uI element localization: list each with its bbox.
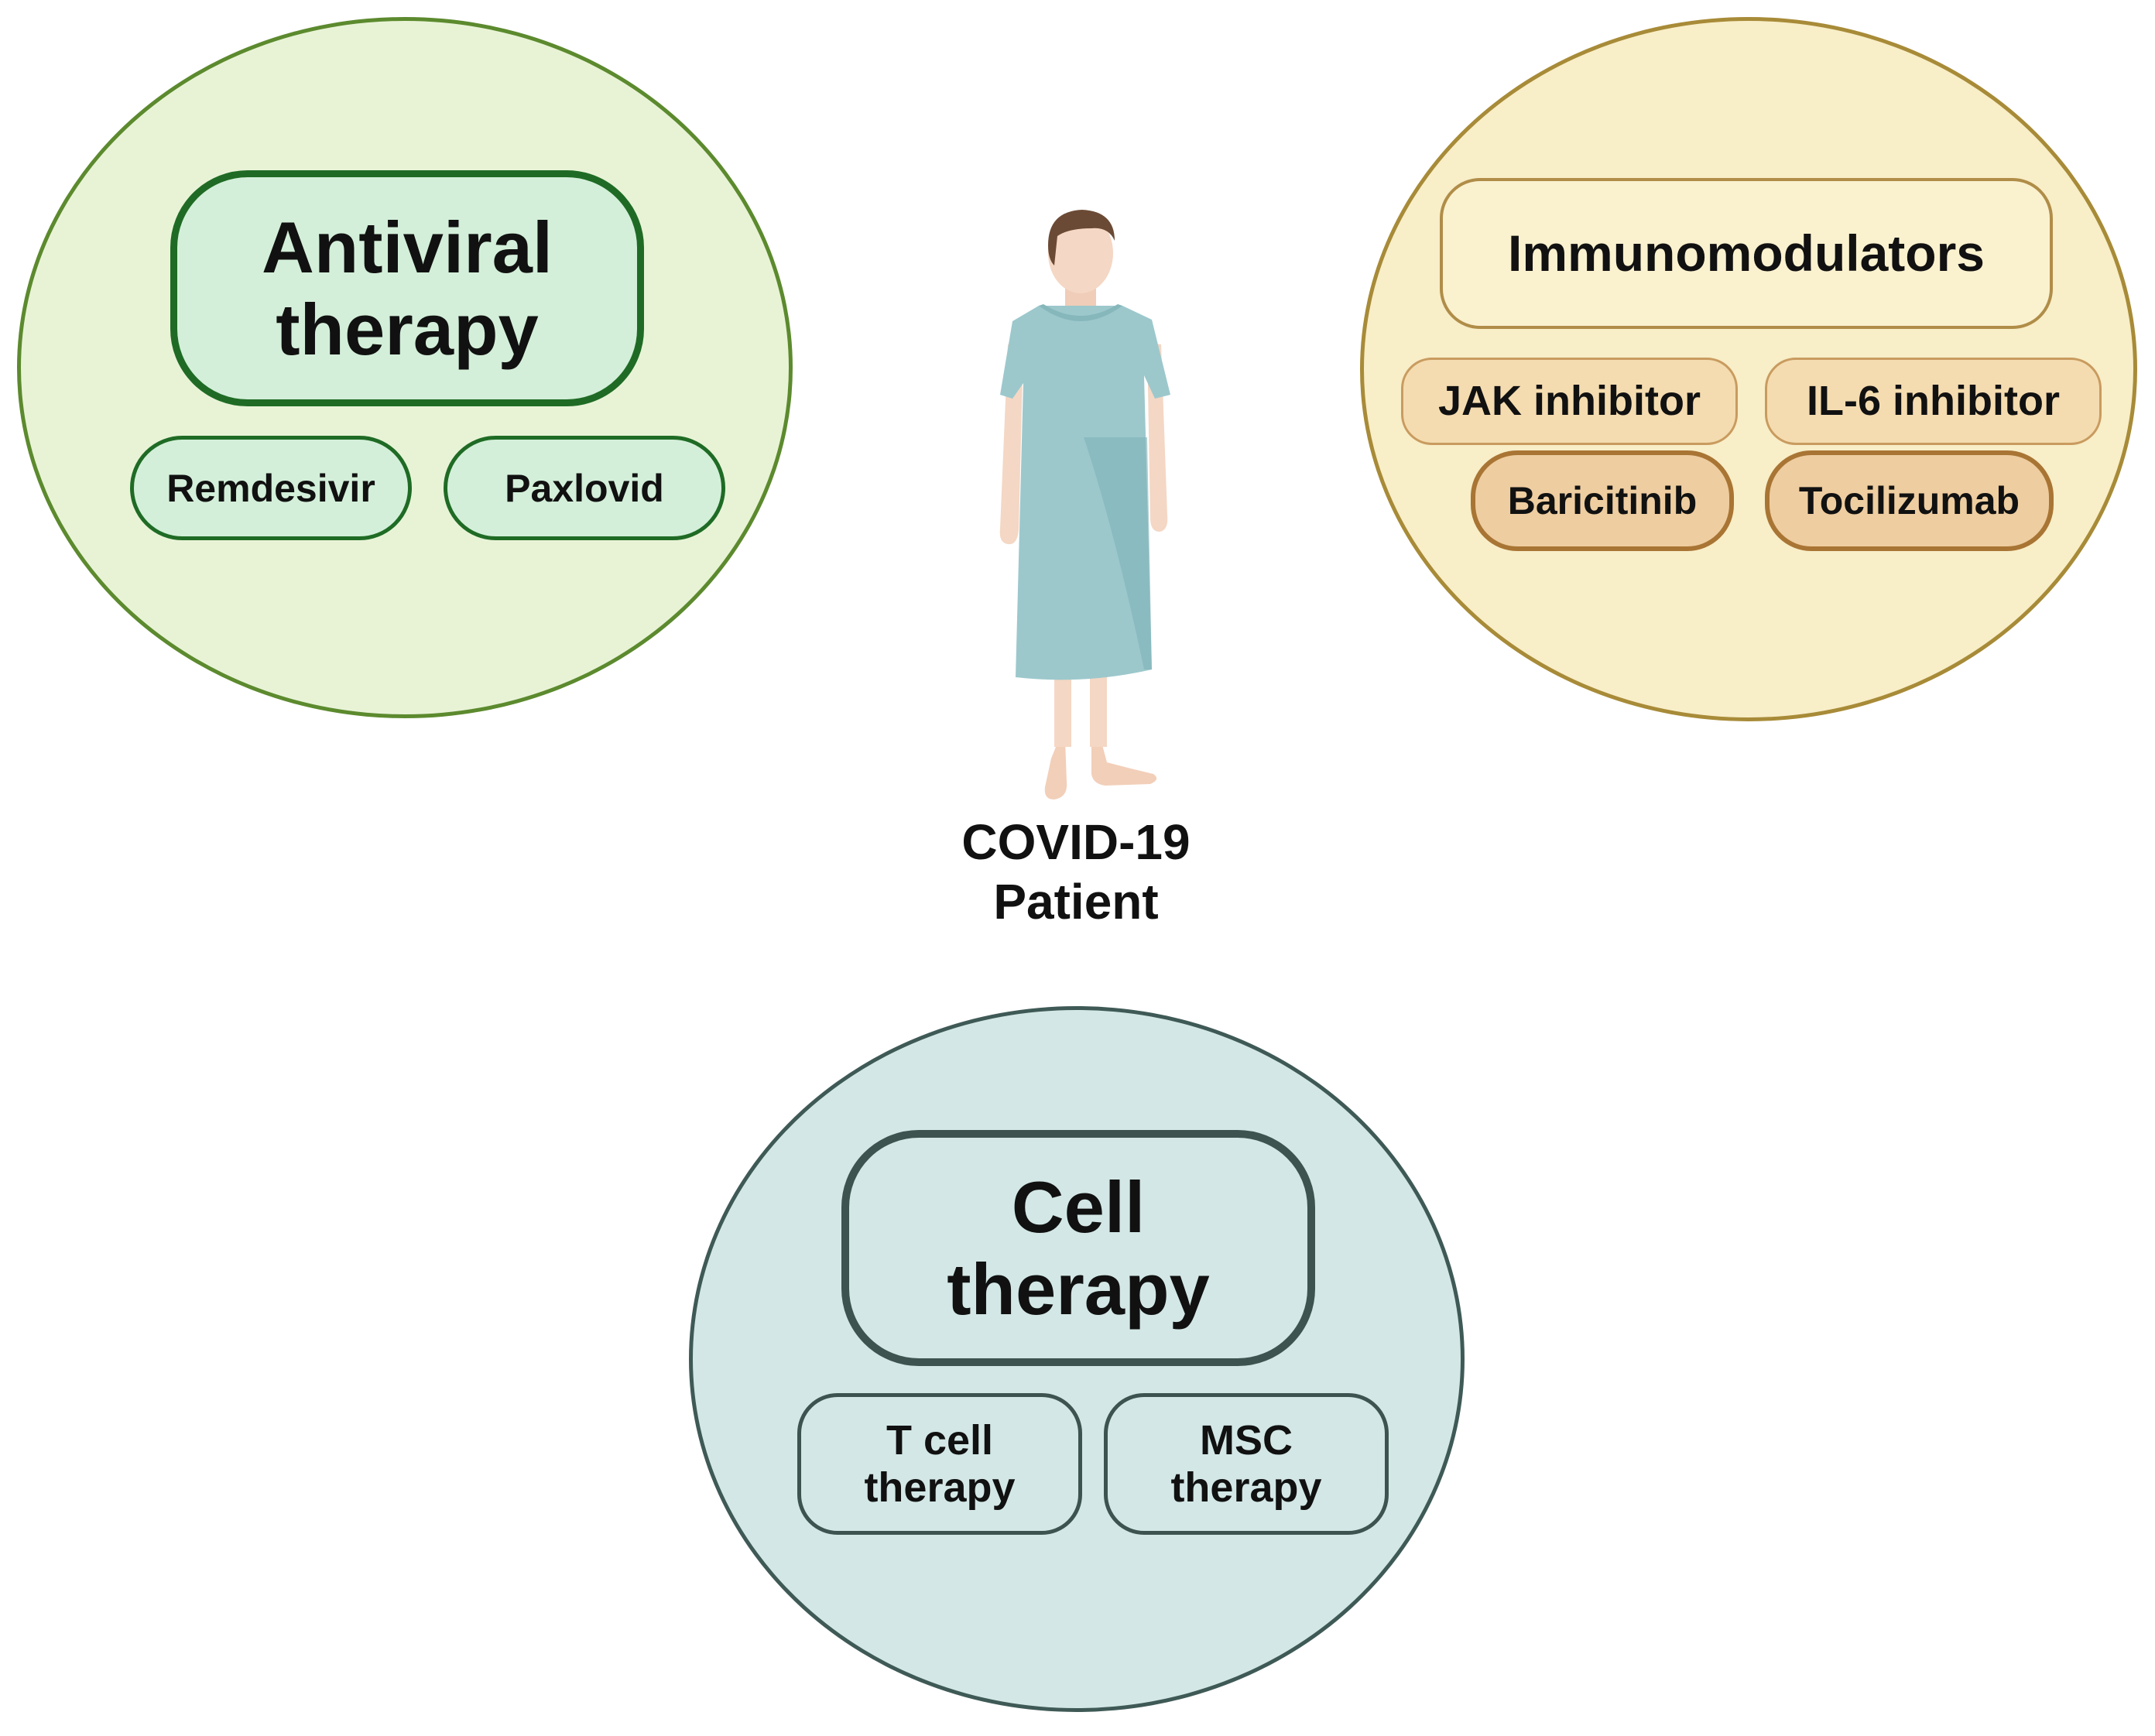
il6-inhibitor-box: IL-6 inhibitor	[1765, 358, 2102, 445]
msc-therapy-box: MSC therapy	[1104, 1393, 1389, 1535]
remdesivir-label: Remdesivir	[166, 466, 375, 510]
antiviral-title-line1: Antiviral	[261, 207, 553, 289]
baricitinib-label: Baricitinib	[1507, 479, 1698, 522]
cell-title-line1: Cell	[1011, 1166, 1146, 1248]
il6-inhibitor-label: IL-6 inhibitor	[1807, 378, 2060, 425]
paxlovid-label: Paxlovid	[505, 466, 664, 510]
patient-in-gown-icon	[999, 210, 1170, 800]
antiviral-therapy-box: Antiviral therapy	[170, 170, 644, 406]
patient-label-line2: Patient	[993, 873, 1159, 930]
immunomodulators-title: Immunomodulators	[1507, 224, 1985, 282]
immunomodulators-box: Immunomodulators	[1440, 178, 2053, 329]
t-cell-line1: T cell	[886, 1417, 994, 1464]
paxlovid-box: Paxlovid	[444, 436, 725, 540]
antiviral-title-line2: therapy	[276, 288, 539, 370]
cell-title-line2: therapy	[947, 1248, 1210, 1330]
jak-inhibitor-label: JAK inhibitor	[1438, 378, 1701, 425]
remdesivir-box: Remdesivir	[130, 436, 412, 540]
baricitinib-box: Baricitinib	[1471, 450, 1734, 551]
t-cell-line2: therapy	[864, 1464, 1016, 1511]
patient-label: COVID-19 Patient	[921, 813, 1231, 932]
jak-inhibitor-box: JAK inhibitor	[1401, 358, 1738, 445]
cell-therapy-box: Cell therapy	[841, 1130, 1315, 1366]
msc-line2: therapy	[1170, 1464, 1322, 1511]
tocilizumab-label: Tocilizumab	[1798, 479, 2020, 522]
patient-label-line1: COVID-19	[961, 814, 1191, 870]
t-cell-therapy-box: T cell therapy	[797, 1393, 1082, 1535]
msc-line1: MSC	[1199, 1417, 1293, 1464]
tocilizumab-box: Tocilizumab	[1765, 450, 2054, 551]
